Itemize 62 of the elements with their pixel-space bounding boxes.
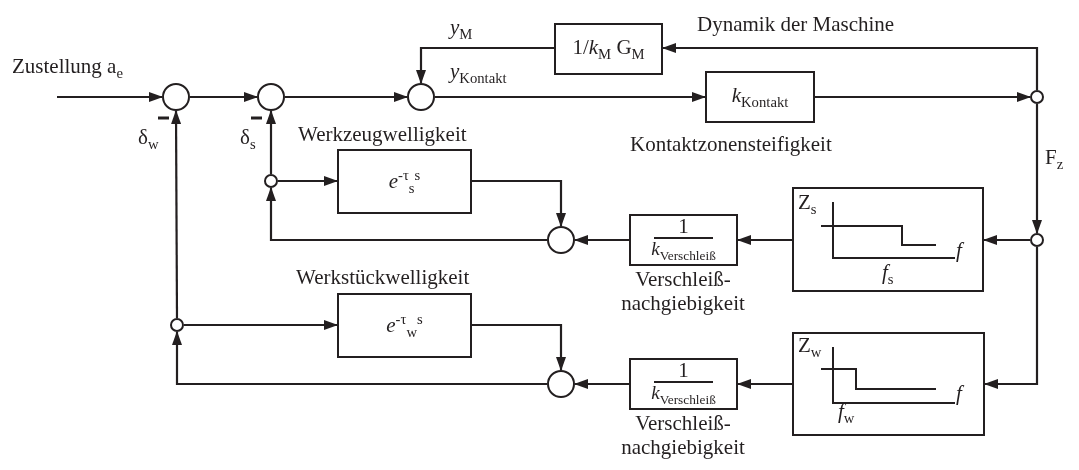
plot-label: f [956,382,962,406]
arrow [983,235,1030,245]
fraction-numerator: 1 [654,360,713,384]
arrow [737,379,792,389]
plot-label: Z$_{s}$ [798,191,817,218]
arrow [184,320,338,330]
fraction-denominator: k$_{Verschleiß}$ [651,383,716,408]
signal-label: y$_{M}$ [450,16,473,43]
signal-label: Zustellung a$_{e}$ [12,55,123,82]
transfer-block [792,187,984,292]
plot-label: f$_{s}$ [882,261,894,288]
summing-junction [407,83,435,111]
arrow [574,379,629,389]
block-caption: Verschleiß- nachgiebigkeit [620,267,746,316]
arrow [416,46,554,84]
fraction-denominator: k$_{Verschleiß}$ [651,239,716,264]
arrow [435,92,706,102]
transfer-block [337,293,472,358]
arrow [574,235,629,245]
arrow [472,323,566,371]
branch-point [170,318,184,332]
branch-point [1030,90,1044,104]
arrow [1032,104,1042,234]
transfer-function: 1/k$_{M}$ G$_{M}$ [572,35,645,63]
block-caption: Werkstückwelligkeit [296,265,470,290]
arrow [285,92,408,102]
signal-label: F$_{z}$ [1045,146,1064,173]
transfer-block [705,71,815,123]
arrow [737,235,792,245]
branch-point [1030,233,1044,247]
transfer-block [554,23,663,75]
summing-junction [547,370,575,398]
arrow [172,331,547,386]
signal-label: δ$_{w}$ [138,126,159,153]
arrow [190,92,258,102]
block-caption: Werkzeugwelligkeit [298,122,467,147]
signal-label: y$_{Kontakt}$ [450,60,507,87]
plot-label: f [956,239,962,263]
transfer-block [629,358,738,410]
arrow [171,110,182,318]
arrow [472,179,566,227]
summing-junction [547,226,575,254]
arrow [815,92,1031,102]
fraction-numerator: 1 [654,216,713,240]
arrow [278,176,338,186]
arrow [266,187,547,242]
signal-label: δ$_{s}$ [240,126,256,153]
block-caption: Verschleiß- nachgiebigkeit [620,411,746,460]
transfer-block [629,214,738,266]
block-caption: Kontaktzonensteifigkeit [630,132,832,157]
arrow [266,110,276,174]
block-caption: Dynamik der Maschine [697,12,895,37]
transfer-block [337,149,472,214]
arrow [984,247,1039,389]
branch-point [264,174,278,188]
arrow [57,92,163,102]
plot-label: Z$_{w}$ [798,334,822,361]
transfer-block [792,332,985,436]
summing-junction [162,83,190,111]
arrow [662,43,1039,90]
summing-junction [257,83,285,111]
transfer-function: k$_{Kontakt}$ [731,83,789,111]
